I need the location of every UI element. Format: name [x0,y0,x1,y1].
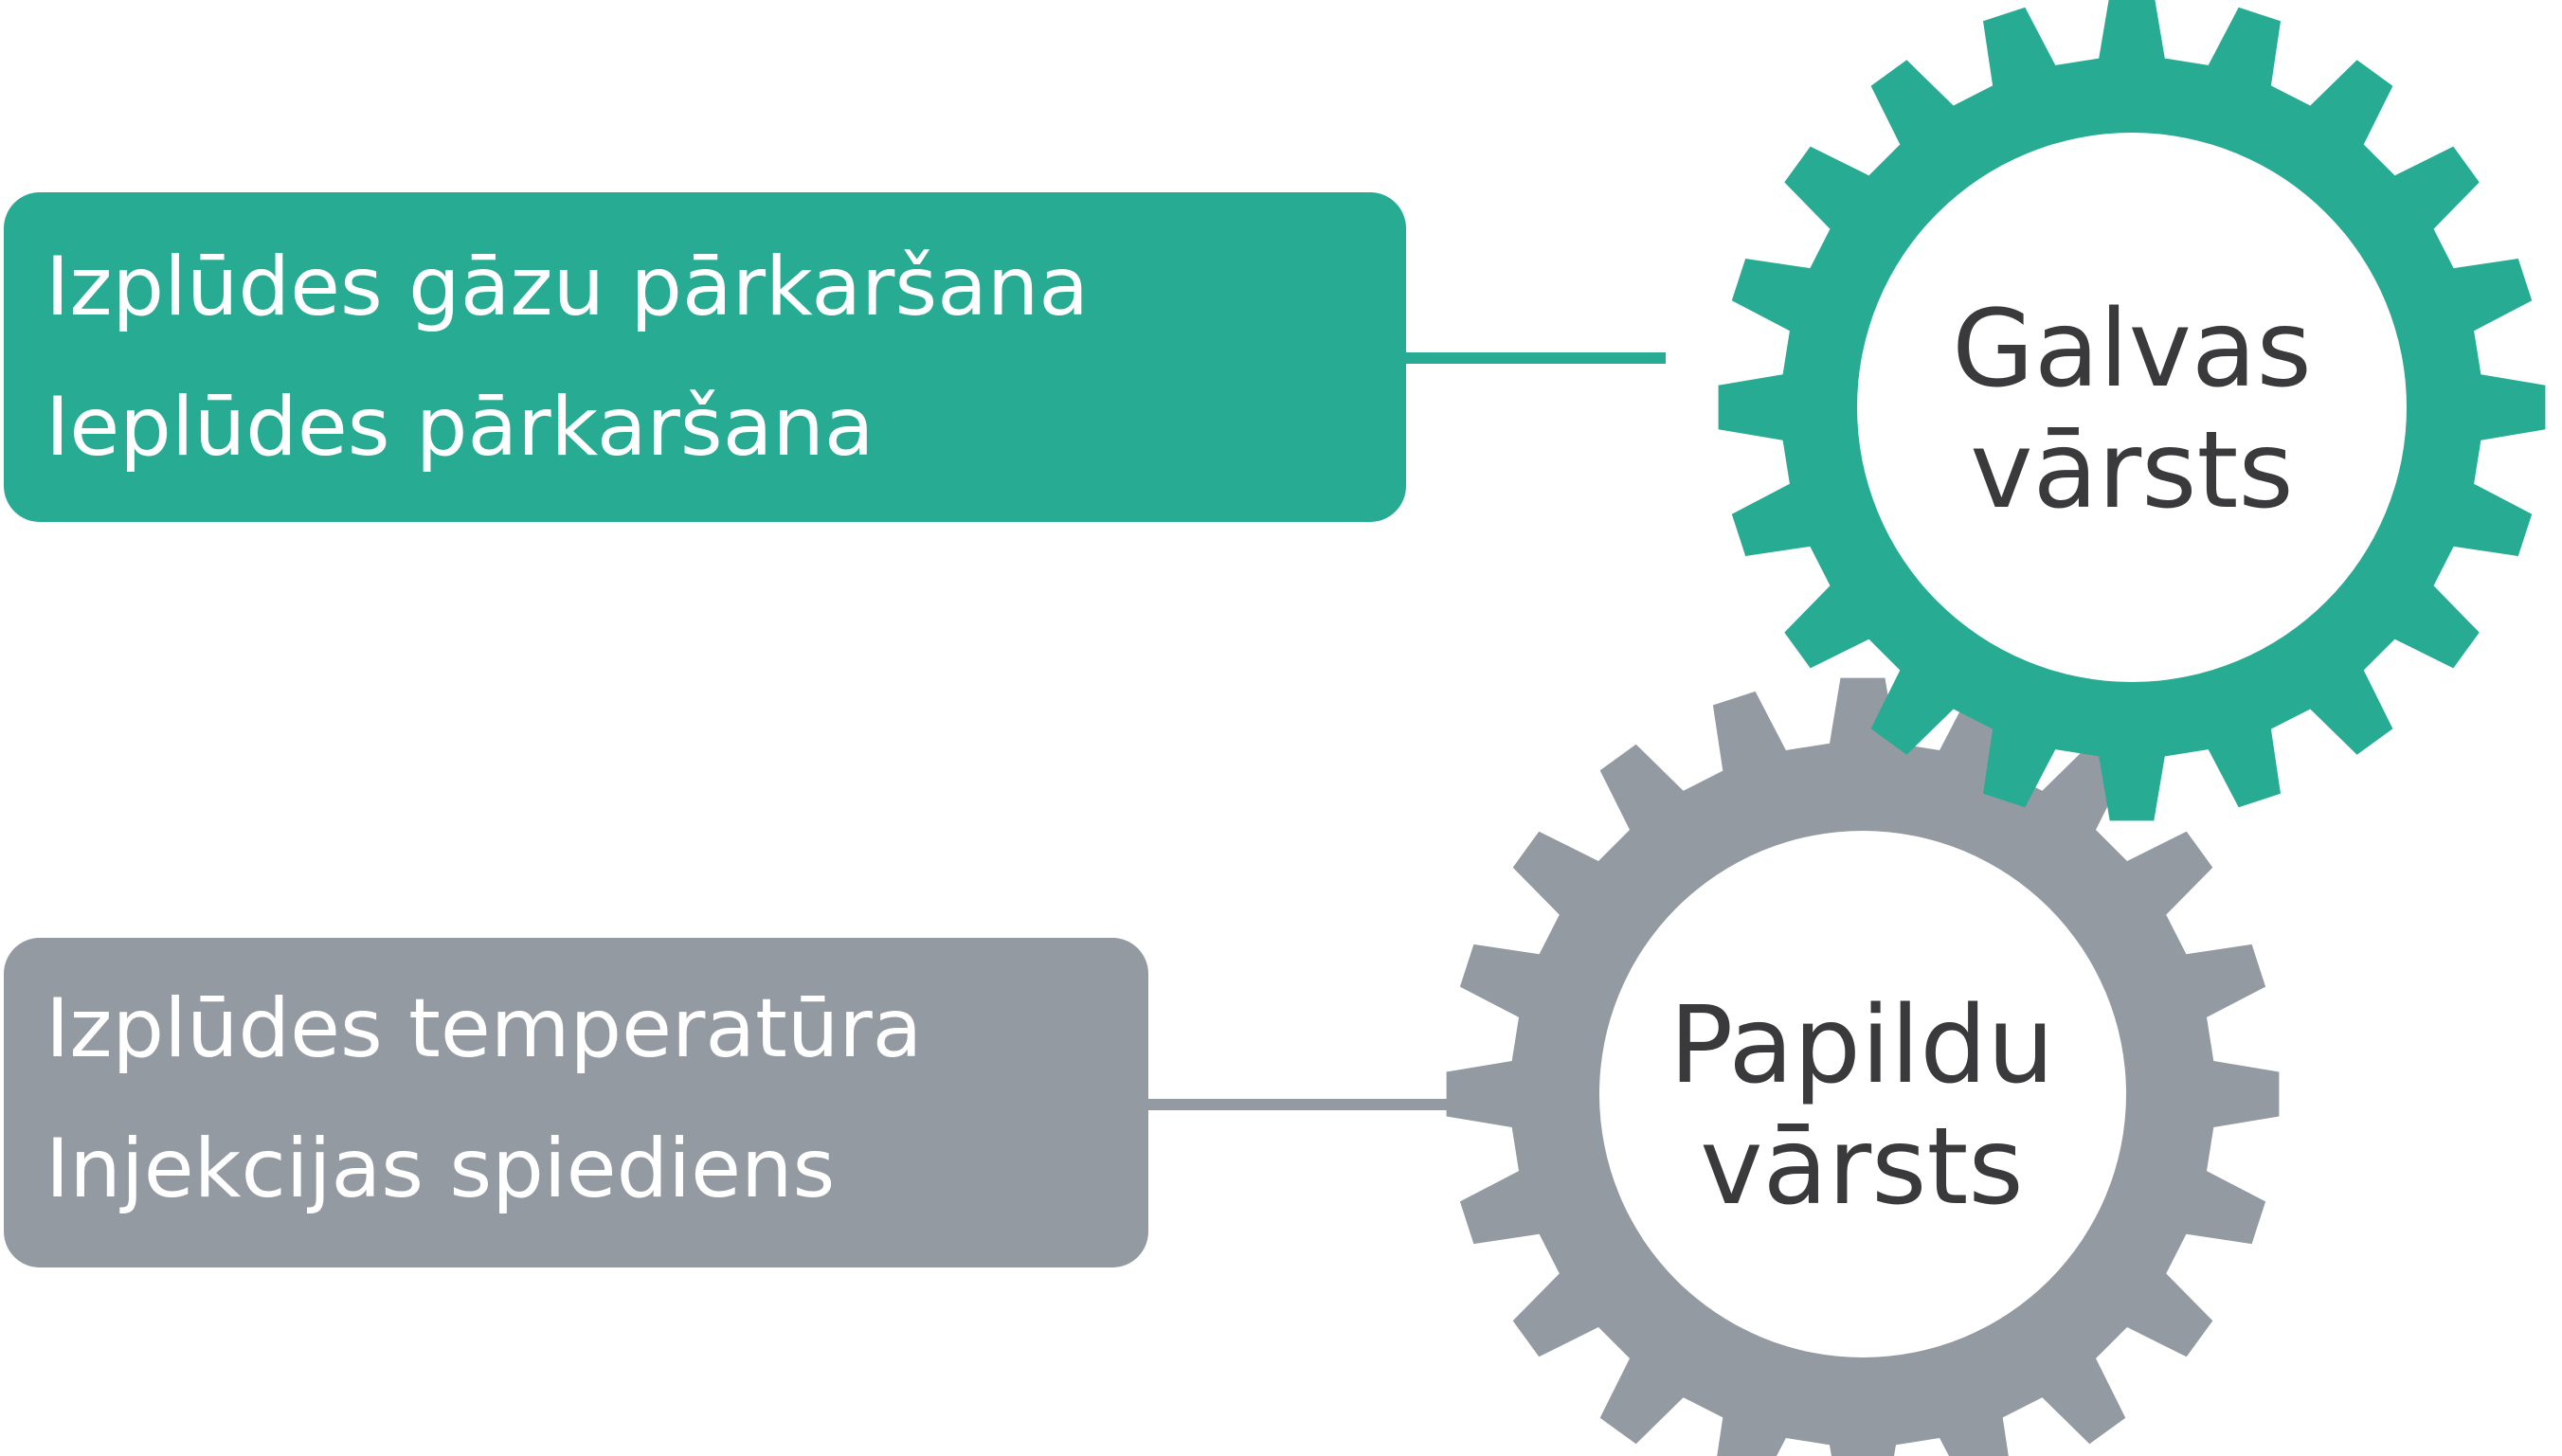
cause-item: Injekcijas spiediens [45,1122,836,1216]
cause-item: Izplūdes gāzu pārkaršana [45,240,1090,334]
cause-box-head-valve: Izplūdes gāzu pārkaršana Ieplūdes pārkar… [4,192,1406,522]
gear-label-line: vārsts [1700,1105,2024,1229]
gear-label-auxiliary-valve: Papildu vārsts [1578,985,2146,1228]
connector-line-bottom [1148,1099,1459,1110]
gear-label-line: Papildu [1669,984,2055,1107]
gear-label-line: Galvas [1952,288,2312,411]
connector-line-top [1406,352,1666,364]
gear-label-head-valve: Galvas vārsts [1848,289,2416,531]
gear-icon [1718,0,2546,821]
gear-center [1599,831,2126,1357]
cause-box-auxiliary-valve: Izplūdes temperatūra Injekcijas spiedien… [4,938,1148,1267]
cause-item: Izplūdes temperatūra [45,981,923,1076]
gear-icon [1446,677,2280,1456]
gear-label-line: vārsts [1970,409,2294,532]
gear-center [1857,133,2407,682]
cause-item: Ieplūdes pārkaršana [45,380,875,475]
